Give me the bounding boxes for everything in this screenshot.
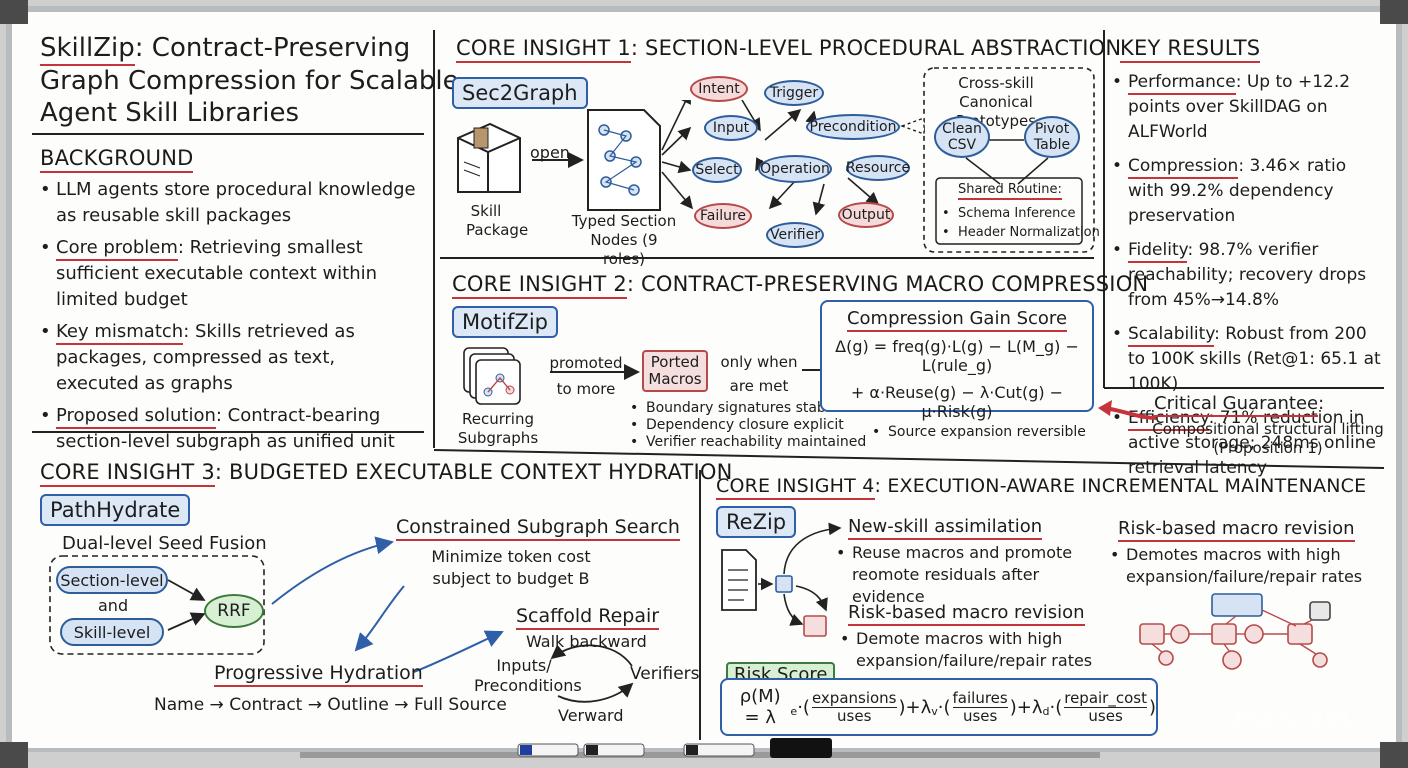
revision-text: Demote macros with high expansion/failur… [840, 628, 1100, 672]
background-item-3: Key mismatch: Skills retrieved as packag… [40, 319, 420, 397]
cross-skill-box [900, 67, 1095, 253]
title-line3: Agent Skill Libraries [40, 98, 300, 128]
pathhydrate-diagram [49, 536, 634, 703]
hydration-progression: Name → Contract → Outline → Full Source [154, 695, 507, 715]
gain-formula-line1: Δ(g) = freq(g)·L(g) − L(M_g) − L(rule_g) [835, 337, 1079, 375]
background-heading: BACKGROUND [40, 146, 194, 173]
only-when-label: only when are met [720, 353, 798, 395]
macro-condition-reversible: Source expansion reversible [872, 424, 1086, 440]
background-item-2: Core problem: Retrieving smallest suffic… [40, 235, 420, 313]
term2-numerator: failures [952, 688, 1008, 707]
sec2graph-box: Sec2Graph [452, 77, 588, 109]
pathhydrate-box: PathHydrate [40, 494, 191, 526]
compression-gain-title: Compression Gain Score [846, 308, 1068, 332]
background-item-4: Proposed solution: Contract-bearing sect… [40, 403, 420, 455]
insight1-heading: CORE INSIGHT 1: SECTION-LEVEL PROCEDURAL… [456, 36, 1121, 63]
result-scalability: Scalability: Robust from 200 to 100K ski… [1112, 322, 1382, 397]
node-select: Select [692, 157, 742, 183]
insight3-heading: CORE INSIGHT 3: BUDGETED EXECUTABLE CONT… [40, 460, 732, 487]
insight4-heading: CORE INSIGHT 4: EXECUTION-AWARE INCREMEN… [716, 475, 1366, 500]
background-item-1: LLM agents store procedural knowledge as… [40, 177, 420, 229]
shared-routine-list: Schema Inference Header Normalization [942, 204, 1100, 242]
right-revision-title: Risk-based macro revision [1118, 518, 1355, 542]
constrained-search-text: Minimize token cost subject to budget B [431, 547, 591, 588]
verward-label: Verward [558, 706, 624, 725]
rezip-box: ReZip [716, 506, 797, 538]
rezip-diagram [721, 522, 842, 637]
revision-title: Risk-based macro revision [848, 602, 1085, 626]
term2-denominator: uses [952, 706, 1008, 725]
document-icon [587, 109, 661, 211]
guarantee-arrow [1098, 400, 1157, 420]
dual-seed-fusion-label: Dual-level Seed Fusion [62, 533, 267, 554]
critical-guarantee-title: Critical Guarantee: [1154, 393, 1324, 417]
skill-package-label: Skill Package [466, 202, 529, 239]
promoted-label: promoted to more [549, 354, 623, 398]
title-line2: Graph Compression for Scalable [40, 66, 459, 96]
right-revision-text: Demotes macros with high expansion/failu… [1110, 544, 1380, 588]
term3-numerator: repair_cost [1064, 688, 1147, 707]
verifiers-label: Verifiers [630, 664, 700, 684]
ported-macros-box: Ported Macros [642, 350, 708, 392]
insight2-heading: CORE INSIGHT 2: CONTRACT-PRESERVING MACR… [452, 272, 1148, 299]
typed-nodes-label: Typed Section Nodes (9 roles) [571, 212, 677, 268]
result-performance: Performance: Up to +12.2 points over Ski… [1112, 70, 1382, 145]
result-compression: Compression: 3.46× ratio with 99.2% depe… [1112, 154, 1382, 229]
shared-routine-title: Shared Routine: [958, 182, 1062, 200]
only-when-arrow [802, 369, 820, 371]
watermark: PicX.dev [1232, 704, 1357, 734]
and-label: and [98, 596, 129, 615]
title-line1: : Contract-Preserving [134, 33, 411, 63]
package-icon [457, 122, 521, 193]
pivot-table-node: Pivot Table [1024, 116, 1080, 158]
skill-level-node: Skill-level [60, 618, 164, 646]
walk-backward-label: Walk backward [526, 632, 647, 651]
node-input: Input [704, 115, 758, 141]
clean-csv-node: Clean CSV [934, 116, 990, 158]
brand-name: SkillZip [40, 33, 135, 66]
sec2graph-diagram [457, 100, 880, 216]
gain-formula-line2: + α·Reuse(g) − λ·Cut(g) − μ·Risk(g) [850, 383, 1064, 421]
node-operation: Operation [758, 155, 832, 183]
term1-denominator: uses [811, 706, 897, 725]
inputs-preconditions-label: Inputs/ Preconditions [474, 656, 582, 695]
recurring-label: Recurring Subgraphs [457, 410, 539, 447]
progressive-hydration-title: Progressive Hydration [214, 662, 423, 687]
macro-conditions: Boundary signatures stable Dependency cl… [630, 400, 866, 451]
main-title: SkillZip: Contract-Preserving [40, 32, 411, 66]
assimilation-title: New-skill assimilation [848, 516, 1043, 540]
node-resource: Resource [846, 155, 910, 181]
background-list: LLM agents store procedural knowledge as… [40, 177, 420, 455]
node-verifier: Verifier [766, 222, 824, 248]
critical-guarantee-text: Compositional structural lifting (Propos… [1152, 420, 1384, 457]
term3-denominator: uses [1064, 706, 1147, 725]
node-trigger: Trigger [764, 80, 824, 106]
cross-skill-title: Cross-skill Canonical Prototypes [955, 74, 1037, 130]
node-failure: Failure [694, 203, 752, 229]
result-efficiency: Efficiency: 71% reduction in active stor… [1112, 406, 1382, 481]
results-list: Performance: Up to +12.2 points over Ski… [1112, 70, 1382, 481]
motifzip-box: MotifZip [452, 306, 558, 338]
recurring-subgraphs-icon [463, 347, 640, 405]
key-results-heading: KEY RESULTS [1120, 36, 1261, 63]
macro-revision-graph [1139, 593, 1331, 670]
node-output: Output [838, 202, 894, 228]
scaffold-repair-title: Scaffold Repair [516, 605, 660, 630]
section-level-node: Section-level [56, 566, 168, 594]
assimilation-text: Reuse macros and promote reomote residua… [836, 542, 1096, 608]
rrf-node: RRF [204, 594, 264, 628]
node-precondition: Precondition [806, 114, 900, 140]
term1-numerator: expansions [811, 688, 897, 707]
result-fidelity: Fidelity: 98.7% verifier reachability; r… [1112, 238, 1382, 313]
constrained-search-title: Constrained Subgraph Search [396, 516, 680, 541]
compression-gain-box: Compression Gain Score Δ(g) = freq(g)·L(… [820, 300, 1094, 421]
node-intent: Intent [690, 76, 748, 102]
open-label: open [530, 143, 570, 162]
